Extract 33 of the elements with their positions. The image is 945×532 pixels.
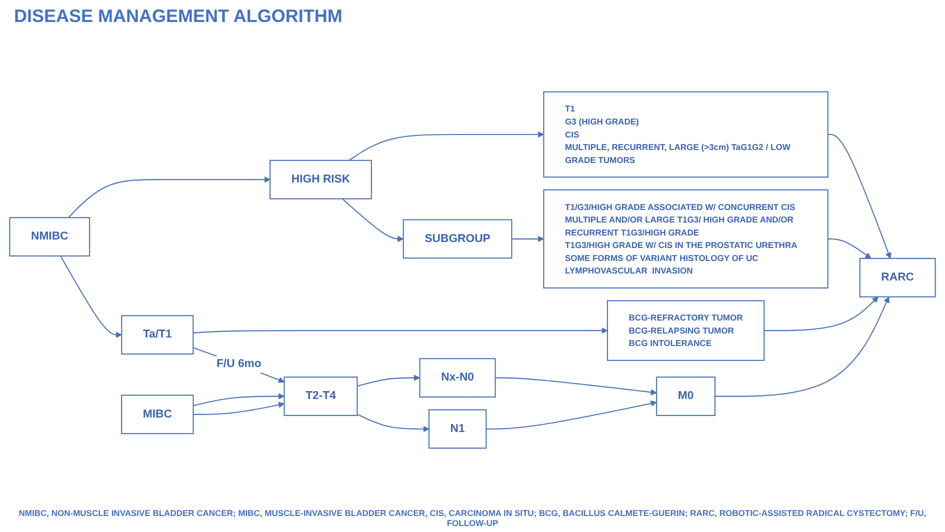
node-box: T1 G3 (HIGH GRADE) CIS MULTIPLE, RECURRENT, LARGE (>3cm) TaG1G2 / LOW GRADE TUMORS	[543, 91, 828, 178]
arrow	[193, 393, 285, 406]
arrow	[512, 236, 544, 242]
node-box: SUBGROUP	[402, 219, 512, 259]
node-box: MIBC	[121, 394, 194, 434]
arrow	[60, 256, 122, 338]
arrow	[356, 414, 430, 432]
arrow	[486, 400, 657, 430]
node-box: N1	[428, 409, 487, 449]
node-box: T1/G3/HIGH GRADE ASSOCIATED W/ CONCURRENT CIS MULTIPLE AND/OR LARGE T1G3/ HIGH GRADE AND/OR RECURRENT T1G3/HIGH GRADE T1G3/HIGH GRADE W/ CIS IN THE PROSTATIC URETHRA SOME FORMS OF VARIANT HISTOLOGY OF UC LYMPHOVASCULAR INVASION	[543, 189, 828, 288]
arrow	[495, 377, 657, 396]
arrow	[764, 296, 878, 332]
edge-label: F/U 6mo	[216, 358, 262, 370]
node-box: M0	[656, 376, 716, 416]
node-box: BCG-REFRACTORY TUMOR BCG-RELAPSING TUMOR BCG INTOLERANCE	[606, 300, 765, 361]
node-box: RARC	[859, 258, 936, 298]
arrow	[828, 134, 892, 259]
node-box: HIGH RISK	[270, 160, 372, 200]
arrow	[348, 131, 544, 161]
node-box: T2-T4	[284, 376, 358, 416]
diagram-title: DISEASE MANAGEMENT ALGORITHM	[14, 6, 342, 27]
node-box: NMIBC	[9, 217, 90, 256]
arrow	[828, 238, 872, 259]
node-box: Ta/T1	[121, 315, 194, 355]
arrow	[193, 327, 608, 334]
caption: NMIBC, NON-MUSCLE INVASIVE BLADDER CANCER; MIBC, MUSCLE-INVASIVE BLADDER CANCER, CIS, CARCINOMA IN SITU; BCG, BACILLUS CALMETE-GUERIN; RARC, ROBOTIC-ASSISTED RADICAL CYSTECTOMY; F/U, FOLLOW-UP	[18, 508, 928, 528]
arrow	[342, 198, 404, 242]
arrow	[357, 374, 420, 387]
arrow	[68, 176, 270, 218]
arrow	[192, 347, 285, 383]
arrow	[715, 296, 890, 397]
node-box: Nx-N0	[419, 358, 496, 398]
arrow	[193, 402, 285, 415]
